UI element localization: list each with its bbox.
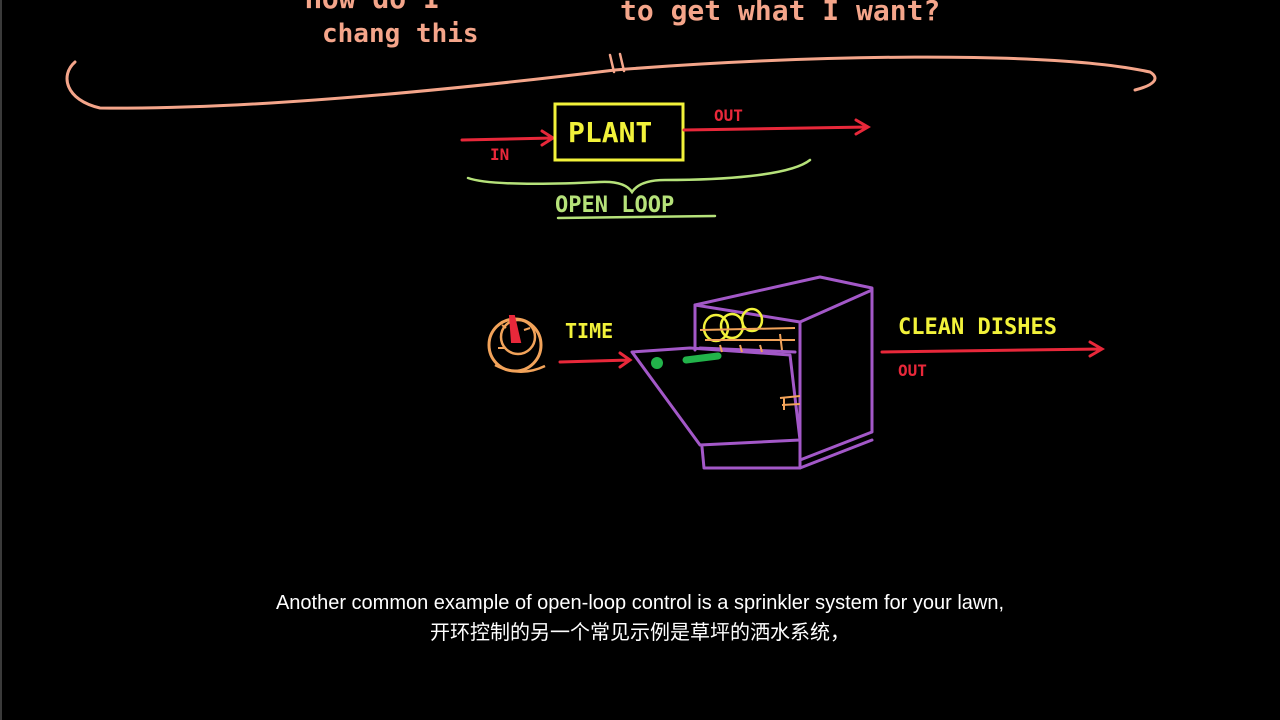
- dishes-out-label: OUT: [898, 361, 927, 380]
- dishwasher-icon: [630, 275, 874, 470]
- subtitle-english: Another common example of open-loop cont…: [275, 592, 1005, 614]
- subtitle-chinese: 开环控制的另一个常见示例是草坪的洒水系统，: [430, 622, 850, 644]
- dishwasher-button-dot: [651, 357, 663, 369]
- out-arrow: [682, 118, 871, 136]
- video-left-edge: [0, 0, 2, 720]
- dish-rack: [699, 327, 801, 410]
- top-text-get-what-i-want: to get what I want?: [620, 0, 940, 27]
- clean-dishes-arrow: [880, 340, 1105, 358]
- time-label: TIME: [565, 319, 613, 343]
- open-loop-underline: [556, 214, 717, 220]
- top-text-change-this: chang this: [322, 19, 479, 49]
- plant-box: [553, 102, 685, 162]
- brace-tick-marks: [608, 52, 626, 74]
- open-loop-brace: [466, 158, 812, 195]
- top-question-text: How do I chang this to get what I want?: [305, 0, 940, 49]
- open-loop-diagram: IN PLANT OUT OPEN LOOP: [460, 102, 871, 220]
- in-label: IN: [490, 145, 509, 164]
- timer-icon: [487, 315, 546, 373]
- subtitle-block: Another common example of open-loop cont…: [0, 588, 1280, 648]
- plant-label: PLANT: [568, 116, 652, 149]
- top-text-how-do-i: How do I: [305, 0, 440, 15]
- dishwasher-button-bar: [682, 352, 722, 364]
- in-arrow: [460, 129, 556, 147]
- open-loop-label: OPEN LOOP: [555, 193, 674, 218]
- dishwasher-example: TIME CLEAN DISHES OUT: [487, 275, 1105, 470]
- clean-dishes-label: CLEAN DISHES: [898, 315, 1057, 340]
- out-label: OUT: [714, 106, 743, 125]
- time-arrow: [558, 351, 633, 369]
